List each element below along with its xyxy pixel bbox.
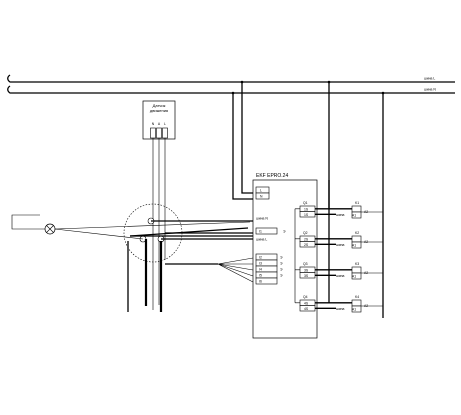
junction-wiring (127, 220, 253, 312)
contactor-K4: K4 шина A1 A2 (336, 295, 384, 318)
sensor-title-line1: Датчик (153, 103, 166, 108)
contactor-a1-label: A1 (352, 244, 356, 248)
contactor-name: K2 (355, 231, 359, 235)
output-pin-label: 1S (304, 213, 309, 217)
controller-N-feed (232, 93, 253, 200)
output-group-label: Q2 (303, 231, 308, 235)
neutral-bus-line (7, 85, 455, 94)
input-fanout-wires (217, 257, 254, 283)
contactor-name: K3 (355, 262, 359, 266)
output-group-label: Q1 (303, 201, 308, 205)
output-group-label: Q4 (303, 295, 308, 299)
output-pin-label: 4S (304, 301, 309, 305)
bus-l-internal-label: шина L (256, 238, 267, 242)
contactor-coil (351, 241, 362, 249)
input-terminal-I6 (255, 277, 278, 285)
lamp-cross (46, 225, 54, 233)
output-pin-label: 4S (304, 307, 309, 311)
contactor-name: K4 (355, 295, 359, 299)
input-label: I4 (259, 268, 262, 272)
contactor-coil (351, 205, 362, 213)
sensor-title-line2: движения (150, 108, 168, 113)
input-mark: Э (280, 256, 283, 260)
contactor-neutral-link (361, 305, 384, 318)
output-common-bridge (294, 208, 300, 304)
controller: EKF EPRO.24 L N шина N шина L I1 Э I2 I3… (252, 173, 330, 339)
bus-n-internal-label: шина N (256, 217, 268, 221)
contactor-coil (351, 266, 362, 274)
motion-sensor: Датчик движения N A L (142, 100, 176, 140)
input-terminal-I1 (255, 227, 278, 235)
sensor-cable (152, 138, 166, 310)
contactor-a1-label: A1 (352, 275, 356, 279)
controller-L-feed (241, 82, 253, 194)
phase-bus-line (7, 74, 455, 83)
bus-lines: шина L шина N (7, 74, 455, 94)
lamp (11, 214, 251, 240)
sensor-pin-label: N (152, 122, 155, 126)
contactor-bus-label: шина (336, 243, 344, 247)
output-group-label: Q3 (303, 262, 308, 266)
bus-drops (231, 80, 385, 318)
contactor-K1: K1 шина A1 A2 (336, 201, 383, 219)
junction-dot (231, 91, 235, 95)
contactor-bus-label: шина (336, 213, 344, 217)
contactor-coil (351, 211, 362, 219)
input-mark: Э (280, 274, 283, 278)
contactor-name: K1 (355, 201, 359, 205)
phase-bus-label: шина L (424, 77, 435, 81)
lamp-return (11, 214, 45, 230)
output-pin-label: 2S (304, 243, 309, 247)
terminal-label: N (260, 195, 263, 199)
input-mark: Э (283, 230, 286, 234)
input-label: I5 (259, 274, 262, 278)
contactor-K3: K3 шина A1 A2 (336, 262, 383, 280)
lamp-wire-to-clamp (54, 228, 144, 240)
contactor-coil (351, 305, 362, 313)
input-label: I1 (259, 230, 262, 234)
controller-title: EKF EPRO.24 (256, 173, 288, 179)
output-pin-label: 2S (304, 237, 309, 241)
input-fanout (165, 257, 254, 283)
sensor-pin-label: A (158, 122, 161, 126)
contactor-K2: K2 шина A1 A2 (336, 231, 383, 249)
contactor-coil (351, 235, 362, 243)
contactor-a1-label: A1 (352, 214, 356, 218)
junction-dot (327, 80, 331, 84)
terminal-L (255, 186, 270, 194)
sensor-pin-A (156, 127, 162, 139)
terminal-N (255, 192, 270, 200)
diagonal-wire (129, 227, 249, 237)
input-mark: Э (280, 262, 283, 266)
output-pin-label: 1S (304, 207, 309, 211)
output-wiring (315, 180, 352, 309)
contactor-bus-label: шина (336, 307, 344, 311)
output-pin-label: 3S (304, 268, 309, 272)
contactor-bus-label: шина (336, 274, 344, 278)
input-label: I3 (259, 262, 262, 266)
input-mark: Э (280, 268, 283, 272)
contactor-a1-label: A1 (352, 308, 356, 312)
input-label: I2 (259, 256, 262, 260)
junction-dot (240, 80, 244, 84)
lamp-wire-to-n (54, 221, 251, 230)
input-label: I6 (259, 280, 262, 284)
terminal-label: L (260, 189, 262, 193)
contactor-coil (351, 299, 362, 307)
sensor-pin-N (150, 127, 156, 139)
sensor-pin-label: L (164, 122, 166, 126)
contactor-coil (351, 272, 362, 280)
neutral-bus-label: шина N (424, 88, 436, 92)
output-pin-label: 3S (304, 274, 309, 278)
junction-dot (381, 91, 385, 95)
sensor-pin-L (162, 127, 168, 139)
